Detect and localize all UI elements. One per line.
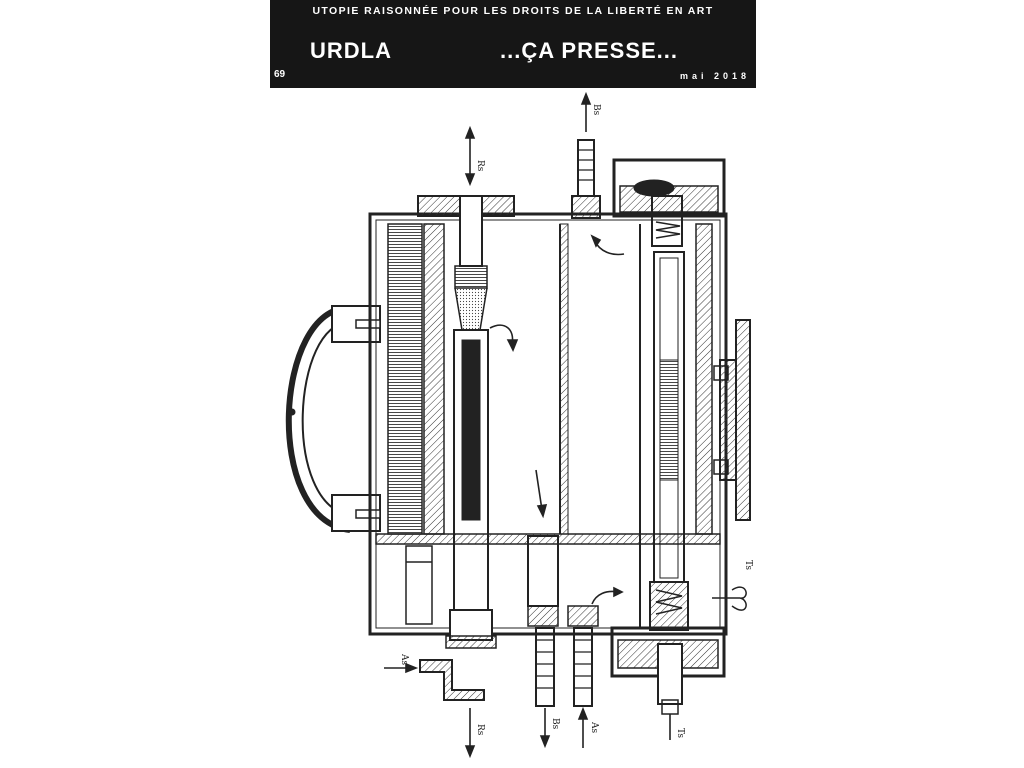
label-inlet-left: As: [399, 653, 409, 665]
handle: [285, 304, 381, 533]
label-right: Ts: [743, 560, 753, 570]
label-bottom-center: Bs: [550, 718, 560, 730]
bottom-connectors: [419, 627, 593, 707]
center-chamber: [527, 195, 601, 627]
label-top-center: Bs: [591, 104, 601, 116]
left-tube: [417, 195, 515, 649]
flow-arrows: [384, 91, 671, 759]
masthead-brand: URDLA: [310, 38, 392, 63]
masthead: UTOPIE RAISONNÉE POUR LES DROITS DE LA L…: [270, 0, 756, 88]
label-bottom-right: Ts: [675, 728, 685, 738]
technical-drawing: Rs Bs Ts As Rs Bs As Ts: [270, 88, 756, 768]
right-chamber: [610, 158, 726, 715]
masthead-slogan: ...ÇA PRESSE...: [500, 38, 679, 63]
masthead-tagline: UTOPIE RAISONNÉE POUR LES DROITS DE LA L…: [312, 5, 714, 17]
cross-section-illustration: Rs Bs Ts As Rs Bs As Ts: [285, 91, 753, 759]
side-bracket: [712, 319, 751, 611]
label-bottom-left: Rs: [475, 724, 485, 736]
issue-date: mai 2018: [679, 71, 750, 81]
label-bottom-center-right: As: [589, 721, 599, 733]
issue-number: 69: [274, 69, 286, 80]
top-nozzle: [577, 139, 595, 196]
label-top-left: Rs: [475, 160, 485, 172]
